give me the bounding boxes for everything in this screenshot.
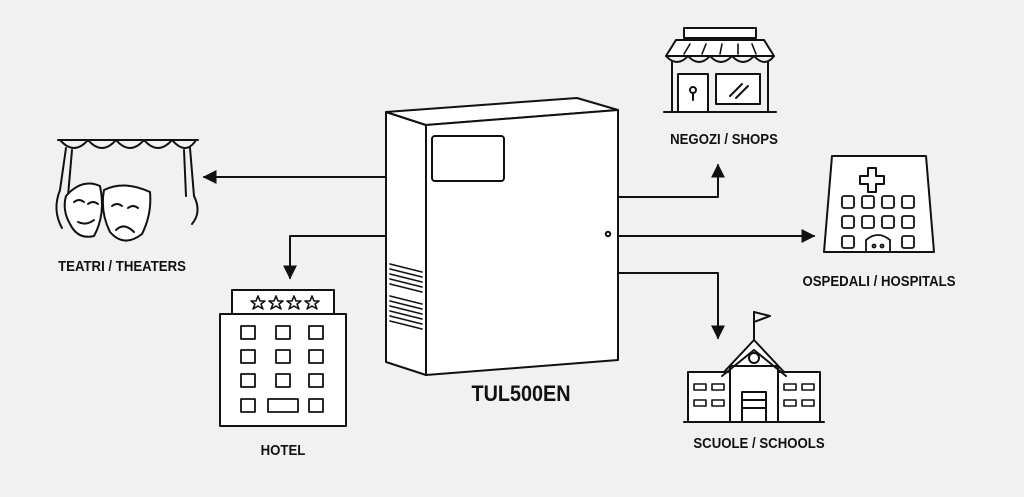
cabinet-icon (385, 97, 619, 376)
hospital-building-icon (823, 155, 935, 253)
shop-storefront-icon (663, 27, 777, 113)
label-theaters: TEATRI / THEATERS (58, 258, 186, 275)
label-schools: SCUOLE / SCHOOLS (693, 435, 825, 452)
device-name: TUL500EN (471, 381, 571, 406)
hotel-building-icon (219, 289, 347, 427)
label-hotel: HOTEL (260, 442, 306, 459)
label-hospitals: OSPEDALI / HOSPITALS (802, 273, 956, 290)
label-shops: NEGOZI / SHOPS (670, 131, 778, 148)
theater-masks-icon (55, 139, 199, 242)
connector-arrows (202, 163, 816, 340)
arrow-schools (617, 272, 725, 340)
arrow-hotel (283, 235, 387, 280)
arrow-shops (617, 163, 725, 198)
school-building-icon (683, 311, 825, 423)
